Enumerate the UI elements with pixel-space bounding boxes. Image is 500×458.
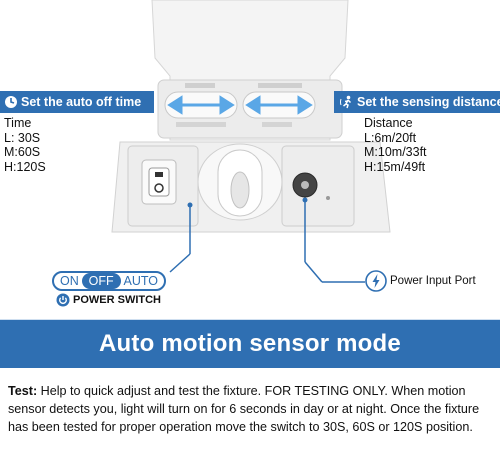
time-header-label: Set the auto off time [21, 95, 142, 109]
distance-header-label: Set the sensing distance [357, 95, 500, 109]
switch-auto-label: AUTO [123, 274, 159, 288]
motion-person-icon [340, 95, 352, 109]
time-header: Set the auto off time [0, 91, 154, 113]
power-switch-label: POWER SWITCH [73, 294, 161, 306]
time-adjust-arrow-icon [167, 95, 235, 115]
switch-on-label: ON [60, 274, 79, 288]
distance-option-l: L:6m/20ft [364, 130, 417, 145]
distance-options: Distance L:6m/20ft M:10m/33ft H:15m/49ft [364, 116, 427, 174]
test-description: Test: Help to quick adjust and test the … [8, 382, 496, 436]
distance-option-m: M:10m/33ft [364, 145, 427, 160]
time-options: Time L: 30S M:60S H:120S [4, 116, 46, 174]
power-switch: ON OFF AUTO [52, 271, 166, 291]
banner-title: Auto motion sensor mode [99, 330, 401, 357]
time-option-m: M:60S [4, 145, 41, 160]
lightning-icon [365, 270, 387, 292]
distance-option-h: H:15m/49ft [364, 159, 426, 174]
power-port-label: Power Input Port [390, 275, 476, 287]
switch-off-label: OFF [81, 273, 121, 289]
time-option-l: L: 30S [4, 130, 41, 145]
time-title: Time [4, 116, 32, 130]
power-switch-caption: POWER SWITCH [56, 293, 161, 307]
distance-title: Distance [364, 116, 413, 130]
distance-header: Set the sensing distance [334, 91, 500, 113]
test-body: Help to quick adjust and test the fixtur… [8, 384, 480, 434]
distance-adjust-arrow-icon [245, 95, 313, 115]
mode-banner: Auto motion sensor mode [0, 320, 500, 368]
clock-icon [5, 96, 17, 108]
time-option-h: H:120S [4, 159, 46, 174]
test-label: Test: [8, 384, 38, 398]
sensor-device-illustration [111, 0, 391, 283]
power-icon [56, 293, 70, 307]
